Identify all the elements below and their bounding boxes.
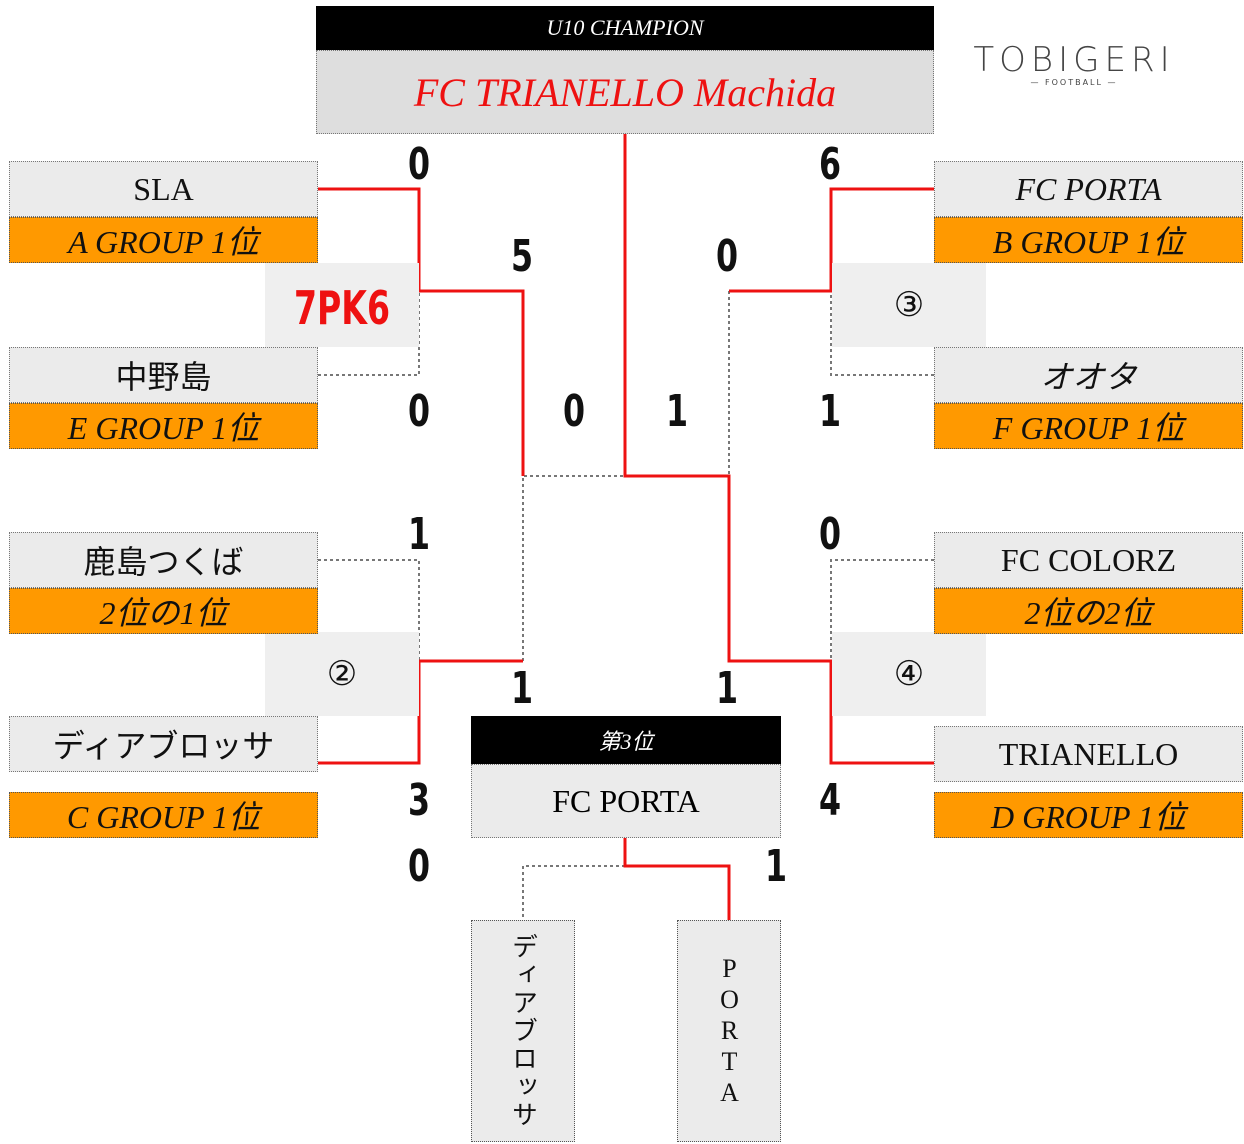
team-group-sla: A GROUP 1位 <box>9 217 318 263</box>
team-group-colorz: 2位の2位 <box>934 588 1243 634</box>
score-nakanoshima: 0 <box>407 386 431 437</box>
pk-shade <box>265 263 419 347</box>
score-semi-right-top: 0 <box>715 231 739 282</box>
bracket-line-porta <box>729 187 934 293</box>
third-place-right-team: PORTA <box>677 920 781 1142</box>
champion-header: U10 CHAMPION <box>316 6 934 50</box>
match-2-marker: ② <box>326 654 358 694</box>
tobigeri-logo: TOBIGERI — FOOTBALL — <box>950 40 1198 87</box>
team-name-trianello: TRIANELLO <box>934 726 1243 782</box>
match-3-shade <box>832 263 986 347</box>
logo-subtext: — FOOTBALL — <box>1030 78 1118 87</box>
team-name-nakanoshima: 中野島 <box>9 347 318 403</box>
score-final-right: 1 <box>665 386 689 437</box>
third-place-header: 第3位 <box>471 716 781 764</box>
match-4-shade <box>832 632 986 716</box>
score-ota: 1 <box>818 386 842 437</box>
score-third-left: 0 <box>407 841 431 892</box>
bracket-line-diablossa <box>318 659 523 765</box>
team-name-ota: オオタ <box>934 347 1243 403</box>
bracket-line-third-left <box>522 865 625 920</box>
logo-text: TOBIGERI <box>973 40 1175 80</box>
team-group-diablossa: C GROUP 1位 <box>9 792 318 838</box>
team-name-porta: FC PORTA <box>934 161 1243 217</box>
bracket-line-nakanoshima <box>318 291 420 376</box>
bracket-line-sla <box>318 187 525 476</box>
team-group-porta: B GROUP 1位 <box>934 217 1243 263</box>
bracket-line-third-right <box>623 838 731 920</box>
bracket-line-kashima <box>318 559 420 661</box>
team-name-diablossa: ディアブロッサ <box>9 716 318 772</box>
bracket-line-colorz <box>830 559 934 661</box>
pk-score-label: 7PK6 <box>293 281 391 335</box>
third-place-winner: FC PORTA <box>471 764 781 838</box>
winner-lines <box>318 134 934 920</box>
champion-name: FC TRIANELLO Machida <box>316 50 934 134</box>
score-semi-left-top: 5 <box>510 231 534 282</box>
bracket-line-semi-left-bottom <box>522 475 625 661</box>
score-sla: 0 <box>407 139 431 190</box>
team-group-ota: F GROUP 1位 <box>934 403 1243 449</box>
score-diablossa: 3 <box>407 775 431 826</box>
team-group-kashima: 2位の1位 <box>9 588 318 634</box>
match-4-marker: ④ <box>893 654 925 694</box>
score-semi-left-bottom: 1 <box>510 663 534 714</box>
third-place-left-team: ディアブロッサ <box>471 920 575 1142</box>
team-name-kashima: 鹿島つくば <box>9 532 318 588</box>
team-group-trianello: D GROUP 1位 <box>934 792 1243 838</box>
loser-lines <box>318 291 934 920</box>
score-third-right: 1 <box>764 841 788 892</box>
team-name-colorz: FC COLORZ <box>934 532 1243 588</box>
score-colorz: 0 <box>818 509 842 560</box>
score-kashima: 1 <box>407 509 431 560</box>
match-2-shade <box>265 632 419 716</box>
score-semi-right-bottom: 1 <box>715 663 739 714</box>
score-porta: 6 <box>818 139 842 190</box>
team-group-nakanoshima: E GROUP 1位 <box>9 403 318 449</box>
team-name-sla: SLA <box>9 161 318 217</box>
bracket-line-ota <box>830 291 934 376</box>
match-3-marker: ③ <box>893 285 925 325</box>
bracket-line-trianello <box>623 134 934 765</box>
score-trianello: 4 <box>818 775 842 826</box>
score-final-left: 0 <box>562 386 586 437</box>
